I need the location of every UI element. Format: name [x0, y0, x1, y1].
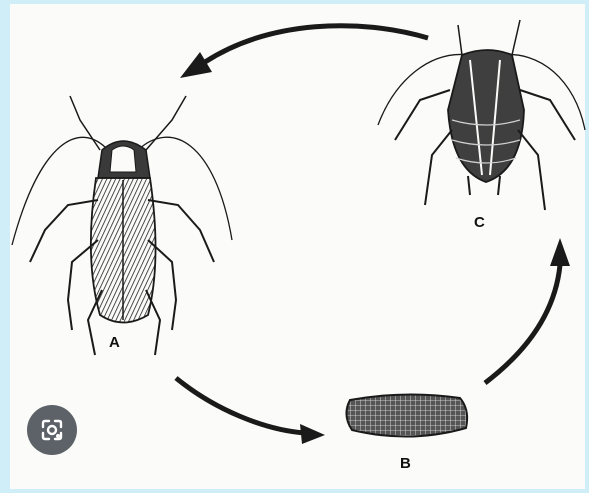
arrow-a-to-b [176, 378, 325, 444]
adult-cockroach-illustration [12, 96, 232, 355]
google-lens-button[interactable] [27, 405, 77, 455]
stage-label-b: B [400, 455, 411, 472]
google-lens-icon [39, 417, 65, 443]
stage-label-a: A [109, 334, 120, 351]
stage-label-c: C [474, 214, 485, 231]
arrow-b-to-c [485, 238, 570, 383]
nymph-illustration [378, 20, 585, 210]
arrow-c-to-a [180, 26, 428, 78]
egg-case-illustration [346, 394, 467, 436]
